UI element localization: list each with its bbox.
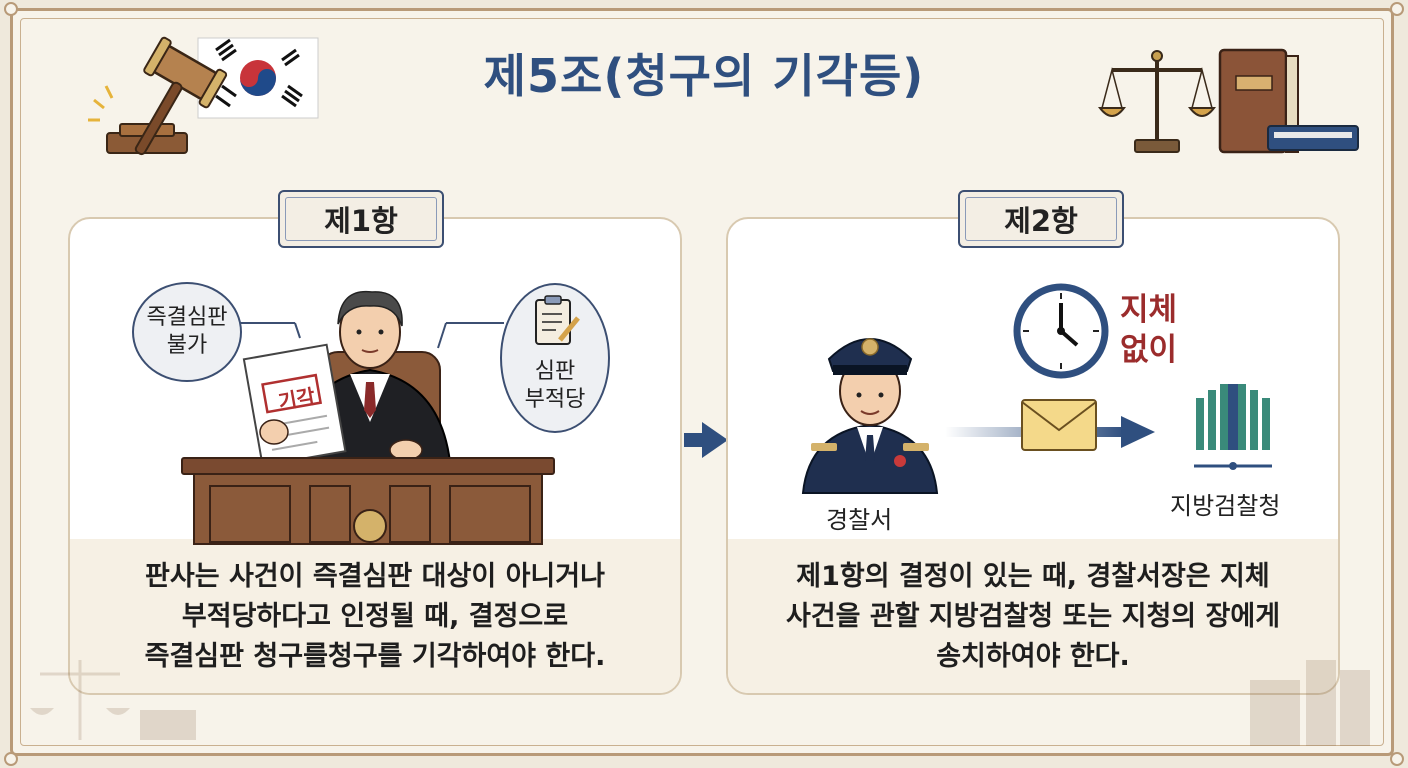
corner-ornament <box>1390 752 1404 766</box>
bubble-summary-impossible: 즉결심판 불가 <box>132 282 242 382</box>
corner-ornament <box>1390 2 1404 16</box>
without-delay-label: 지체 없이 <box>1120 292 1178 368</box>
arrow-right-icon <box>684 422 728 458</box>
clock-icon <box>1013 283 1109 379</box>
clause2-description: 제1항의 결정이 있는 때, 경찰서장은 지체 사건을 관할 지방검찰청 또는 … <box>785 561 1281 672</box>
clause1-text-area <box>70 539 680 693</box>
korean-flag-icon <box>197 37 319 119</box>
background-books-icon <box>1250 660 1370 746</box>
corner-ornament <box>4 752 18 766</box>
inner-frame <box>20 18 1384 746</box>
police-station-label: 경찰서 <box>826 506 893 534</box>
corner-ornament <box>4 2 18 16</box>
clause1-tag: 제1항 <box>278 190 444 248</box>
envelope-icon <box>1021 399 1097 451</box>
law-book-icon <box>1218 48 1359 154</box>
scales-icon <box>1097 50 1217 153</box>
page-title: 제5조(청구의 기각등) <box>483 49 925 103</box>
clipboard-icon <box>535 295 580 345</box>
clause1-description: 판사는 사건이 즉결심판 대상이 아니거나 부적당하다고 인정될 때, 결정으로… <box>144 561 606 672</box>
bubble-right-label: 심판 부적당 <box>524 359 586 412</box>
district-prosecutor-label: 지방검찰청 <box>1170 492 1281 520</box>
bubble-connector-line <box>240 322 301 339</box>
prosecutor-office-icon <box>1194 384 1272 470</box>
police-officer-icon <box>801 338 939 494</box>
clause2-tag: 제2항 <box>958 190 1124 248</box>
gavel-icon <box>88 36 228 156</box>
judge-icon <box>181 290 555 545</box>
bubble-connector-line <box>437 322 504 349</box>
clause2-text-area <box>728 539 1338 693</box>
background-scales-icon <box>30 660 196 740</box>
